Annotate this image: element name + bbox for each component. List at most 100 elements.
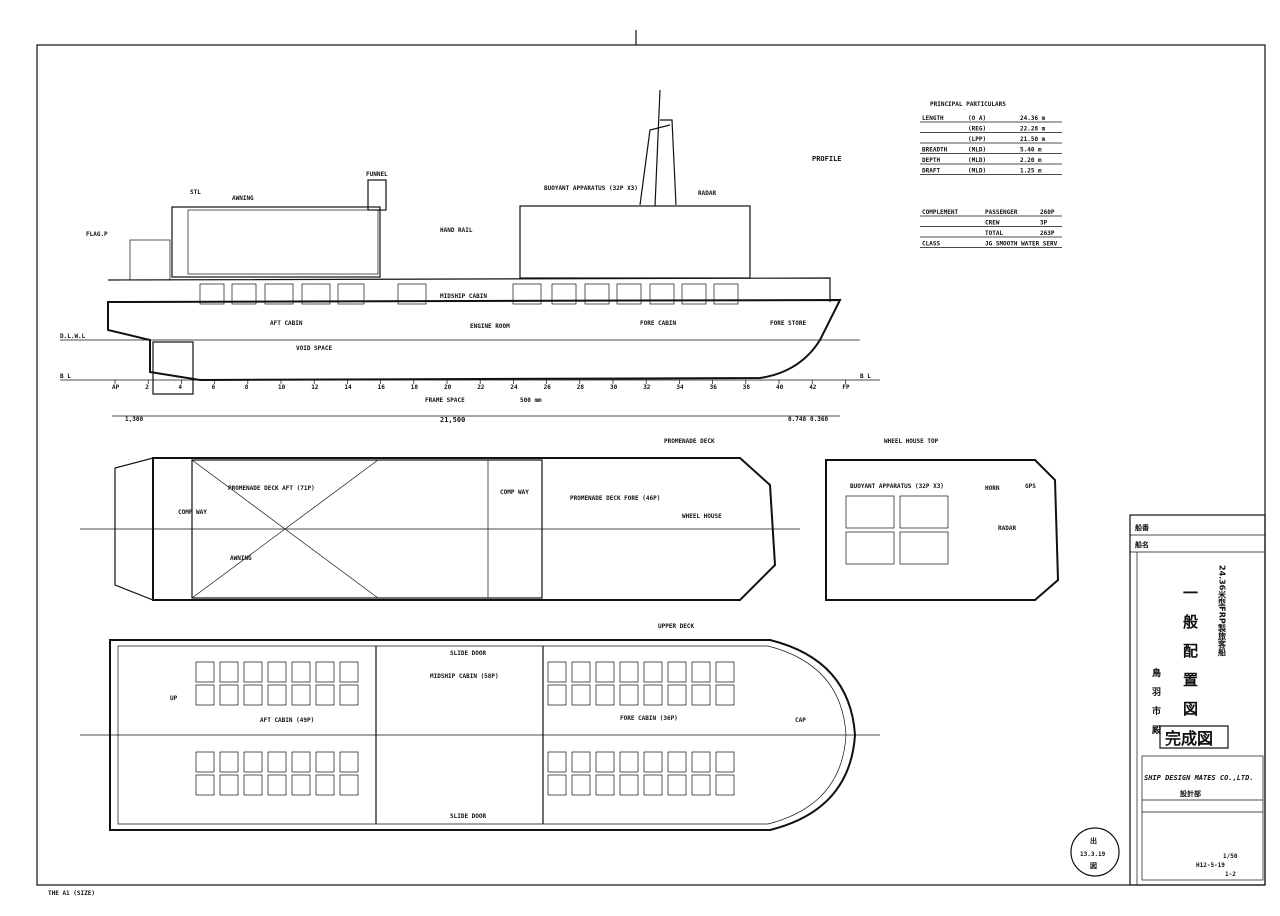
seat [619, 774, 639, 796]
seat [619, 661, 639, 683]
seat [291, 661, 311, 683]
seat [195, 751, 215, 773]
svg-text:UPPER DECK: UPPER DECK [658, 623, 695, 630]
particular-label: DEPTH [922, 157, 940, 164]
principal-particulars-table: PRINCIPAL PARTICULARS LENGTH(O A)24.36 m… [920, 101, 1062, 248]
seat [571, 684, 591, 706]
particular-qualifier: (MLD) [968, 168, 986, 175]
drawing-border [36, 44, 1266, 886]
svg-text:FUNNEL: FUNNEL [366, 171, 388, 178]
particular-qualifier: (MLD) [968, 147, 986, 154]
particular-value: 24.36 m [1020, 115, 1046, 122]
seat [715, 684, 735, 706]
seat [291, 751, 311, 773]
seat [691, 684, 711, 706]
frame-number: AP [112, 384, 120, 391]
seat [267, 661, 287, 683]
complement-qualifier: PASSENGER [985, 209, 1018, 216]
frame-number: 24 [510, 384, 518, 391]
svg-text:UP: UP [170, 695, 178, 702]
particular-value: 1.25 m [1020, 168, 1042, 175]
svg-text:1-2: 1-2 [1225, 871, 1236, 878]
svg-text:B L: B L [860, 373, 871, 380]
frame-number: 40 [776, 384, 784, 391]
seat [267, 774, 287, 796]
seat [243, 751, 263, 773]
svg-text:船名: 船名 [1135, 540, 1149, 549]
seat [595, 774, 615, 796]
complement-label: COMPLEMENT [922, 209, 959, 216]
seat [195, 684, 215, 706]
seat [339, 751, 359, 773]
seat [667, 684, 687, 706]
promenade-deck-plan: PROMENADE DECK PROMENADE DECK AFT (71P) … [80, 438, 800, 601]
frame-number: 18 [411, 384, 419, 391]
frame-number: 42 [809, 384, 817, 391]
seat [595, 684, 615, 706]
seat [715, 774, 735, 796]
seat [243, 661, 263, 683]
svg-text:PROMENADE DECK AFT (71P): PROMENADE DECK AFT (71P) [228, 485, 315, 492]
svg-text:MIDSHIP CABIN: MIDSHIP CABIN [440, 293, 487, 300]
seat [619, 684, 639, 706]
svg-text:COMP WAY: COMP WAY [500, 489, 529, 496]
svg-text:AWNING: AWNING [232, 195, 254, 202]
svg-text:RADAR: RADAR [998, 525, 1016, 532]
seat [291, 774, 311, 796]
seat [643, 684, 663, 706]
seat [691, 774, 711, 796]
svg-text:500 mm: 500 mm [520, 397, 542, 404]
svg-text:BUOYANT APPARATUS (32P X3): BUOYANT APPARATUS (32P X3) [544, 185, 638, 192]
svg-text:B L: B L [60, 373, 71, 380]
frame-number: 2 [145, 384, 149, 391]
svg-text:AFT CABIN (49P): AFT CABIN (49P) [260, 717, 314, 724]
svg-text:13.3.19: 13.3.19 [1080, 851, 1106, 858]
svg-text:FLAG.P: FLAG.P [86, 231, 108, 238]
frame-number: 12 [311, 384, 319, 391]
svg-text:BUOYANT APPARATUS (32P X3): BUOYANT APPARATUS (32P X3) [850, 483, 944, 490]
seat [243, 684, 263, 706]
svg-text:設計部: 設計部 [1180, 789, 1201, 798]
particular-qualifier: (O A) [968, 115, 986, 122]
frame-number: 22 [477, 384, 485, 391]
seat [219, 684, 239, 706]
seat [339, 661, 359, 683]
svg-text:図: 図 [1090, 861, 1097, 870]
seat [571, 774, 591, 796]
complement-value: 3P [1040, 220, 1048, 227]
seat [643, 661, 663, 683]
seat [547, 684, 567, 706]
particular-label: DRAFT [922, 168, 940, 175]
svg-text:FORE CABIN: FORE CABIN [640, 320, 677, 327]
svg-text:AFT CABIN: AFT CABIN [270, 320, 303, 327]
seat [643, 751, 663, 773]
frame-number: 28 [577, 384, 585, 391]
frame-number: 26 [544, 384, 552, 391]
particular-label: BREADTH [922, 147, 948, 154]
frame-number: 34 [676, 384, 684, 391]
approval-stamp [1070, 827, 1120, 877]
seat [339, 774, 359, 796]
svg-text:VOID SPACE: VOID SPACE [296, 345, 333, 352]
complement-qualifier: CREW [985, 220, 1000, 227]
svg-text:HORN: HORN [985, 485, 1000, 492]
overall-length-dimension: 21,500 [440, 416, 465, 424]
svg-text:AWNING: AWNING [230, 555, 252, 562]
frame-number: 16 [378, 384, 386, 391]
svg-text:CAP: CAP [795, 717, 806, 724]
complement-qualifier: TOTAL [985, 230, 1003, 237]
seat [339, 684, 359, 706]
seat [315, 661, 335, 683]
seat [315, 751, 335, 773]
complement-value: 260P [1040, 209, 1055, 216]
frame-number: 30 [610, 384, 618, 391]
seat [691, 751, 711, 773]
svg-text:RADAR: RADAR [698, 190, 716, 197]
svg-text:H12-5-19: H12-5-19 [1196, 862, 1225, 869]
seat [571, 661, 591, 683]
seat [219, 661, 239, 683]
sheet-size-note: THE A1 (SIZE) [48, 890, 95, 897]
svg-text:24.36米型FRP製旅客船: 24.36米型FRP製旅客船 [1217, 565, 1227, 657]
svg-text:鳥羽市殿: 鳥羽市殿 [1150, 667, 1162, 744]
particular-value: 21.50 m [1020, 136, 1046, 143]
